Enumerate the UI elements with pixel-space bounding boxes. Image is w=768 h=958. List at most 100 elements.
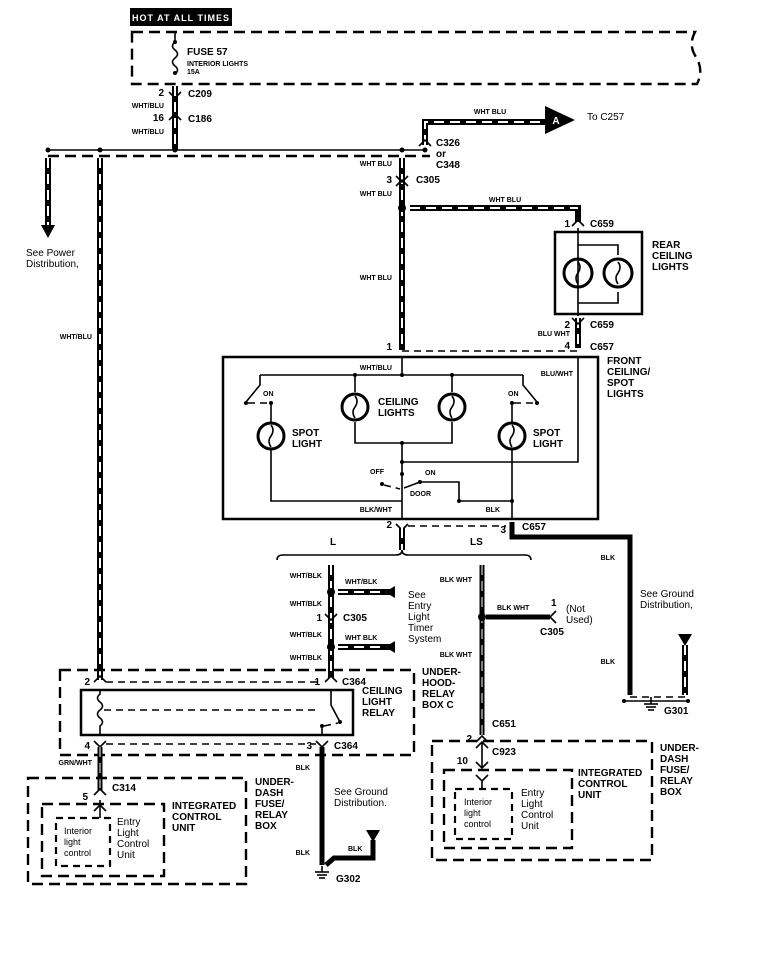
svg-text:FRONT: FRONT <box>607 356 641 367</box>
connector-c364-top <box>324 674 338 683</box>
svg-text:HOOD-: HOOD- <box>422 678 455 689</box>
relay-coil-icon <box>96 690 104 735</box>
svg-text:L: L <box>330 537 336 548</box>
svg-text:Timer: Timer <box>408 623 434 634</box>
svg-text:SPOT: SPOT <box>533 428 560 439</box>
offpage-arrow-icon <box>545 106 575 134</box>
svg-text:Interior: Interior <box>464 797 492 807</box>
svg-text:Distribution,: Distribution, <box>640 600 693 611</box>
connector-c305-top <box>395 175 409 184</box>
svg-text:C364: C364 <box>342 677 366 688</box>
connector-c659-top <box>571 218 585 227</box>
fuse-box: FUSE 57 INTERIOR LIGHTS 15A <box>130 30 702 86</box>
svg-text:light: light <box>64 837 81 847</box>
underhood-relay-box: UNDER- HOOD- RELAY BOX C 2 1 C364 CEILIN… <box>58 667 461 757</box>
svg-text:1: 1 <box>316 613 322 624</box>
svg-text:WHT BLU: WHT BLU <box>360 275 392 282</box>
svg-text:2: 2 <box>564 320 570 331</box>
svg-text:LS: LS <box>470 537 483 548</box>
underdash-box-right: 2 C923 10 UNDER- DASH FUSE/ RELAY BOX IN… <box>430 734 699 862</box>
svg-text:Light: Light <box>408 612 430 623</box>
connector-c186 <box>168 112 182 121</box>
svg-text:WHT/BLK: WHT/BLK <box>345 579 377 586</box>
svg-text:C659: C659 <box>590 219 614 230</box>
svg-text:BOX: BOX <box>255 821 277 832</box>
svg-text:UNIT: UNIT <box>172 823 195 834</box>
svg-text:4: 4 <box>564 341 570 352</box>
svg-text:Control: Control <box>117 839 149 850</box>
svg-text:C305: C305 <box>343 613 367 624</box>
svg-text:5: 5 <box>82 792 88 803</box>
svg-text:WHT/BLK: WHT/BLK <box>290 632 322 639</box>
front-ceiling-spot-lights: FRONT CEILING/ SPOT LIGHTS WHT/BLU BLU/W… <box>221 355 651 521</box>
svg-text:ON: ON <box>263 391 274 398</box>
svg-text:WHT BLU: WHT BLU <box>360 191 392 198</box>
l-branch-wire: WHT/BLK WHT/BLK WHT/BLK 1 C305 WHT/BLK W… <box>290 565 441 678</box>
l-ls-brace: L LS <box>276 537 532 561</box>
svg-text:C923: C923 <box>492 747 516 758</box>
fuse-circuit: INTERIOR LIGHTS <box>187 61 248 68</box>
svg-text:(Not: (Not <box>566 604 585 615</box>
svg-text:UNDER-: UNDER- <box>255 777 294 788</box>
svg-text:C348: C348 <box>436 160 460 171</box>
ground-icon <box>315 866 329 879</box>
svg-text:LIGHT: LIGHT <box>362 697 392 708</box>
svg-text:C326: C326 <box>436 138 460 149</box>
svg-text:Entry: Entry <box>521 788 544 799</box>
svg-text:ON: ON <box>508 391 519 398</box>
svg-text:2: 2 <box>158 88 164 99</box>
svg-text:A: A <box>552 116 559 127</box>
ceiling-bulb-icon <box>340 392 370 422</box>
svg-text:System: System <box>408 634 441 645</box>
svg-text:WHT/BLU: WHT/BLU <box>60 334 92 341</box>
connector-c659-bottom <box>571 317 585 326</box>
svg-text:BLK: BLK <box>296 850 310 857</box>
ground-icon <box>644 697 658 711</box>
grn-wht-wire: GRN/WHT C314 5 <box>59 747 136 803</box>
svg-text:1: 1 <box>564 219 570 230</box>
c257-branch: A To C257 WHT BLU C326 or C348 <box>418 106 625 171</box>
ceiling-light-relay <box>79 688 355 737</box>
svg-text:BLK: BLK <box>601 555 615 562</box>
svg-text:1: 1 <box>551 598 557 609</box>
connector-c314 <box>93 787 107 796</box>
svg-text:DASH: DASH <box>660 754 688 765</box>
svg-text:GRN/WHT: GRN/WHT <box>59 760 93 767</box>
svg-text:WHT/BLU: WHT/BLU <box>132 129 164 136</box>
svg-text:See Ground: See Ground <box>640 589 694 600</box>
svg-text:See: See <box>408 590 426 601</box>
svg-text:SPOT: SPOT <box>292 428 319 439</box>
connector-c326 <box>418 138 432 147</box>
svg-text:CEILING: CEILING <box>378 397 419 408</box>
svg-text:light: light <box>464 808 481 818</box>
svg-text:C186: C186 <box>188 114 212 125</box>
hot-at-all-times-banner: HOT AT ALL TIMES <box>130 8 232 26</box>
svg-text:UNDER-: UNDER- <box>422 667 461 678</box>
svg-text:BLK: BLK <box>601 659 615 666</box>
svg-text:CEILING/: CEILING/ <box>607 367 651 378</box>
svg-text:C364: C364 <box>334 741 358 752</box>
svg-text:3: 3 <box>306 741 312 752</box>
g302-ground: BLK BLK BLK See Ground Distribution. G30… <box>296 747 388 885</box>
svg-text:OFF: OFF <box>370 469 385 476</box>
svg-text:WHT/BLK: WHT/BLK <box>290 601 322 608</box>
svg-text:WHT/BLK: WHT/BLK <box>290 573 322 580</box>
svg-text:LIGHT: LIGHT <box>533 439 563 450</box>
svg-text:C305: C305 <box>540 627 564 638</box>
svg-text:3: 3 <box>386 175 392 186</box>
svg-text:Distribution.: Distribution. <box>334 798 387 809</box>
svg-text:ON: ON <box>425 470 436 477</box>
svg-text:LIGHTS: LIGHTS <box>378 408 415 419</box>
svg-text:BOX: BOX <box>660 787 682 798</box>
svg-text:BLU/WHT: BLU/WHT <box>541 371 574 378</box>
connector-c305-l <box>324 613 338 622</box>
svg-text:CONTROL: CONTROL <box>578 779 627 790</box>
svg-text:DASH: DASH <box>255 788 283 799</box>
svg-text:RELAY: RELAY <box>362 708 395 719</box>
fuse-name: FUSE 57 <box>187 47 228 58</box>
banner-text: HOT AT ALL TIMES <box>132 13 230 23</box>
svg-text:INTEGRATED: INTEGRATED <box>578 768 642 779</box>
svg-text:control: control <box>64 848 91 858</box>
svg-text:10: 10 <box>457 756 469 767</box>
